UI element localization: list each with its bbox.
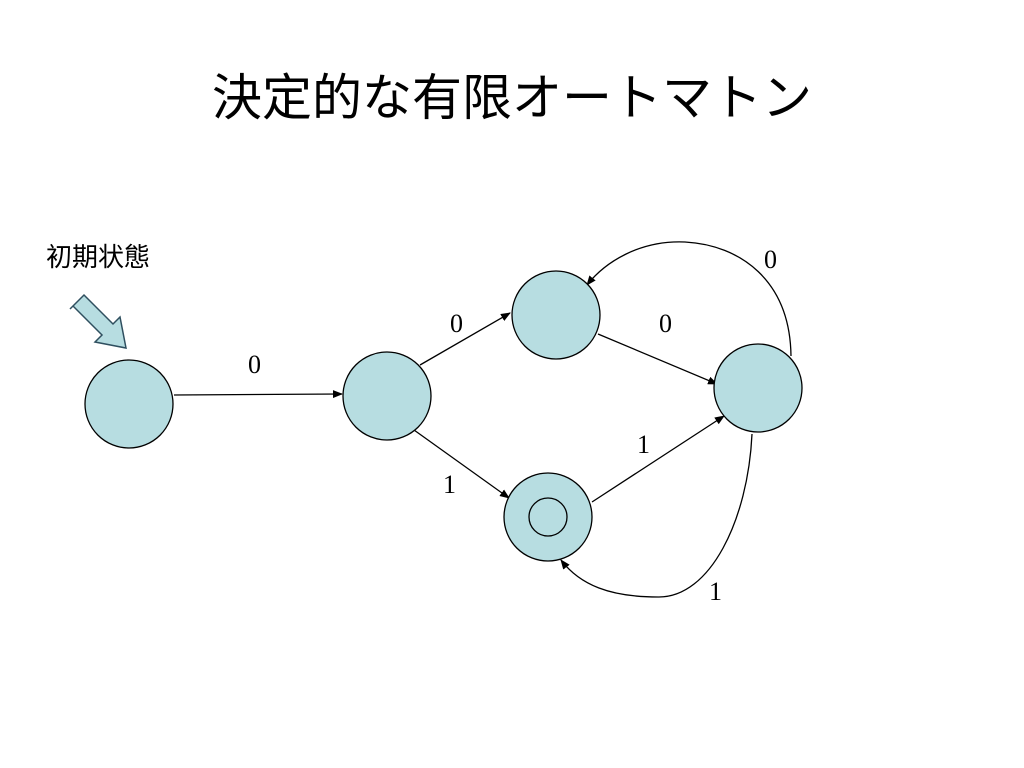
state-q4 — [713, 343, 803, 433]
edge-label-q1-q2: 0 — [450, 309, 463, 338]
edge-q2-q4 — [597, 333, 718, 385]
edge-q4-q2 — [586, 241, 792, 357]
state-q3 — [503, 472, 593, 562]
edge-q0-q1 — [173, 390, 343, 399]
edge-label-q4-q2: 0 — [764, 245, 777, 274]
edge-q3-q4 — [591, 415, 725, 503]
state-q0 — [84, 359, 174, 449]
edge-q4-q3 — [560, 433, 753, 598]
edge-label-q3-q4: 1 — [637, 430, 650, 459]
edge-label-q1-q3: 1 — [443, 470, 456, 499]
slide-title: 決定的な有限オートマトン — [212, 69, 812, 127]
state-q2 — [511, 270, 601, 360]
edge-label-q0-q1: 0 — [248, 350, 261, 379]
state-q3-accept-ring — [528, 497, 568, 537]
edge-q1-q3 — [413, 429, 510, 499]
state-q1 — [342, 351, 432, 441]
edge-label-q2-q4: 0 — [659, 309, 672, 338]
initial-state-label: 初期状態 — [46, 243, 151, 273]
start-arrow-icon — [69, 293, 127, 349]
edge-label-q4-q3: 1 — [709, 577, 722, 606]
edge-q1-q2 — [419, 312, 511, 366]
